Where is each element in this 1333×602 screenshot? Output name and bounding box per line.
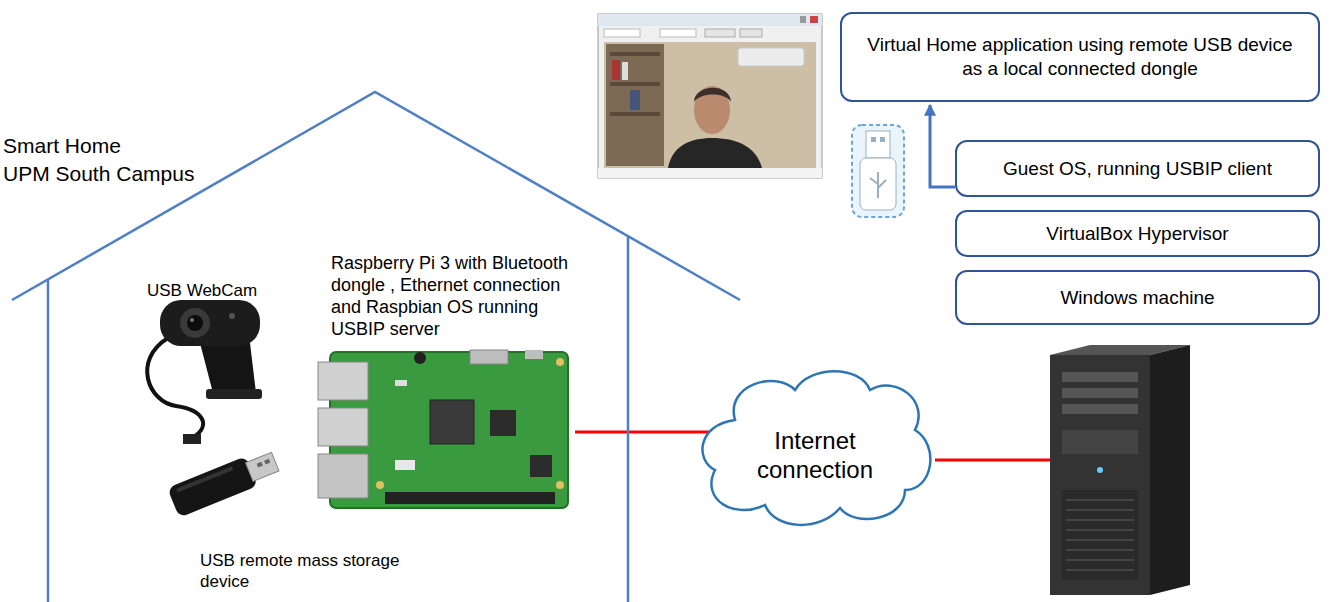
raspberry-pi-board-part	[395, 380, 407, 386]
server-tower-part	[1050, 355, 1150, 595]
webcam-screenshot-part	[694, 86, 730, 134]
webcam-picture-part	[180, 308, 210, 338]
raspberry-pi-board-part	[556, 481, 564, 489]
server-tower-part	[1062, 490, 1138, 580]
webcam-screenshot-part	[800, 16, 806, 23]
device-label: USB WebCam	[147, 280, 277, 301]
usb-stick-picture-part	[257, 462, 263, 468]
webcam-screenshot-part	[610, 82, 660, 86]
layer-label: Virtual Home application using remote US…	[858, 33, 1302, 81]
usb-dongle-icon	[852, 125, 904, 217]
webcam-screenshot-part	[610, 112, 660, 116]
webcam-picture	[147, 300, 262, 444]
webcam-screenshot-part	[622, 62, 628, 80]
webcam-screenshot-part	[598, 168, 822, 178]
device-caption: Raspberry Pi 3 with Bluetooth dongle , E…	[331, 252, 575, 340]
webcam-screenshot-part	[694, 88, 731, 102]
webcam-picture-part	[200, 343, 256, 393]
server-tower-part	[1150, 345, 1190, 595]
raspberry-pi-board-part	[470, 350, 508, 364]
usb-dongle-icon-part	[880, 137, 885, 142]
server-tower-part	[1062, 430, 1138, 454]
raspberry-pi-board-part	[414, 352, 426, 364]
network-link	[575, 431, 711, 434]
webcam-picture-part	[206, 389, 262, 399]
server-tower	[1050, 345, 1190, 595]
webcam-screenshot-part	[660, 29, 696, 37]
layer-box: Guest OS, running USBIP client	[955, 140, 1320, 197]
webcam-screenshot-part	[612, 60, 620, 80]
server-tower-part	[1062, 404, 1138, 414]
cloud-outline-line	[702, 371, 930, 525]
raspberry-pi-board-part	[430, 400, 474, 444]
usb-forward-arrow	[930, 105, 955, 187]
place-title: UPM South Campus	[3, 160, 745, 188]
raspberry-pi-board-part	[556, 358, 564, 366]
layer-box: Virtual Home application using remote US…	[840, 12, 1320, 102]
webcam-screenshot-part	[810, 16, 818, 23]
webcam-screenshot-part	[604, 29, 640, 37]
usb-stick-picture-part	[264, 459, 270, 465]
device-board: Raspberry Pi 3 with Bluetooth dongle , E…	[325, 252, 575, 508]
raspberry-pi-board-part	[395, 460, 415, 470]
network-cloud: Internet connection	[695, 360, 935, 530]
webcam-screenshot-part	[606, 44, 664, 166]
cloud-label: Internet connection	[740, 426, 890, 484]
webcam-picture-part	[190, 318, 194, 322]
webcam-screenshot-part	[604, 42, 816, 168]
usb-dongle-icon-part	[866, 131, 890, 158]
webcam-picture-part	[147, 338, 203, 438]
server-tower-part	[1062, 388, 1138, 398]
webcam-screenshot-part	[705, 29, 735, 37]
raspberry-pi-board	[318, 350, 568, 508]
place-title: Smart Home	[3, 132, 745, 160]
usb-stick-picture-part	[246, 452, 279, 481]
webcam-screenshot-part	[630, 90, 640, 110]
network-wire	[935, 459, 1050, 462]
webcam-screenshot-part	[740, 29, 762, 37]
raspberry-pi-board-part	[530, 455, 552, 477]
layer-box: Windows machine	[955, 270, 1320, 325]
house-outline: Smart HomeUPM South CampusRaspberry Pi 3…	[0, 80, 745, 602]
raspberry-pi-board-part	[318, 362, 368, 400]
house-outline-shape	[0, 80, 745, 602]
server-tower-part	[1062, 372, 1138, 382]
webcam-picture-part	[160, 300, 260, 346]
webcam-picture-part	[229, 313, 235, 319]
server-tower-part	[1097, 467, 1103, 473]
webcam-picture-part	[183, 434, 201, 444]
usb-dongle-icon-part	[871, 137, 876, 142]
webcam-screenshot	[598, 14, 822, 178]
raspberry-pi-board-part	[318, 408, 368, 446]
usb-dongle-icon-part	[852, 125, 904, 217]
raspberry-pi-board-part	[490, 410, 516, 436]
webcam-screenshot-part	[598, 14, 822, 26]
usb-dongle-icon-part	[860, 158, 896, 210]
usb-stick-picture-part	[176, 466, 233, 492]
raspberry-pi-board-part	[525, 350, 543, 359]
layer-label: Windows machine	[1060, 286, 1214, 310]
webcam-screenshot-part	[598, 14, 822, 178]
raspberry-pi-board-part	[385, 492, 555, 504]
layer-label: VirtualBox Hypervisor	[1046, 222, 1228, 246]
webcam-picture-part	[187, 315, 203, 331]
usb-stick-picture	[167, 447, 281, 518]
raspberry-pi-board-part	[376, 481, 384, 489]
webcam-screenshot-part	[610, 52, 660, 56]
raspberry-pi-board-part	[318, 454, 368, 498]
webcam-screenshot-part	[668, 138, 762, 168]
webcam-screenshot-part	[738, 48, 804, 66]
device-label: USB remote mass storage device	[200, 550, 415, 592]
layer-box: VirtualBox Hypervisor	[955, 210, 1320, 257]
usb-dongle-icon-part	[870, 172, 886, 198]
usb-stick-picture-part	[167, 456, 258, 518]
server-tower-part	[1066, 500, 1134, 570]
layer-label: Guest OS, running USBIP client	[1003, 157, 1272, 181]
